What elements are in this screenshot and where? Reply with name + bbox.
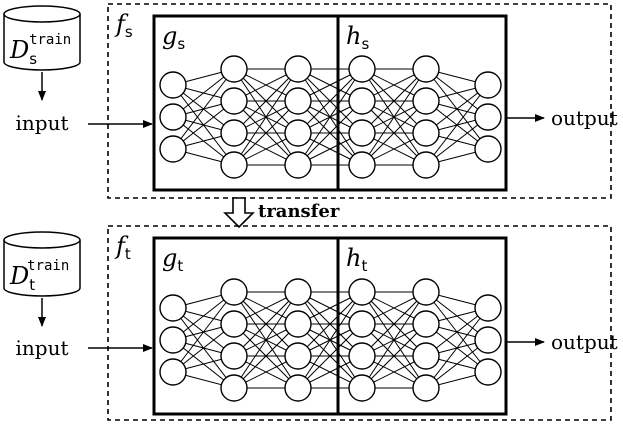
source-neuron-layer-6	[474, 135, 502, 163]
source-extractor-label: gs	[162, 22, 185, 53]
target-connection	[233, 323, 299, 389]
target-neuron-layer-4	[348, 310, 376, 338]
target-output-label: output	[551, 330, 618, 354]
source-connection	[361, 68, 427, 134]
target-panel: Dt train input ft gt ht output	[3, 225, 618, 421]
target-dataset-label: Dt train	[9, 258, 69, 294]
target-connection	[361, 291, 427, 357]
source-dataset-letter: D	[9, 36, 29, 64]
target-connection	[233, 291, 299, 357]
source-head-box	[336, 14, 508, 192]
target-neuron-layer-4	[348, 374, 376, 402]
target-connection	[233, 291, 299, 389]
source-dataset-label: Ds train	[9, 32, 71, 68]
target-dataset-superscript: train	[27, 258, 69, 274]
source-input-label: input	[16, 111, 69, 135]
target-connection	[297, 291, 363, 389]
source-neuron-layer-3	[284, 119, 312, 147]
source-connection	[297, 100, 363, 166]
source-dataset-cylinder	[3, 5, 81, 71]
source-panel: Ds train input fs gs hs output	[3, 3, 618, 199]
source-neuron-layer-4	[348, 151, 376, 179]
source-neuron-layer-4	[348, 119, 376, 147]
target-dataset-cylinder	[3, 231, 81, 297]
target-connection	[361, 323, 427, 389]
source-model-label: fs	[114, 10, 133, 41]
target-connection	[172, 291, 235, 373]
source-network	[159, 55, 502, 179]
source-output-label: output	[551, 106, 618, 130]
target-neuron-layer-1	[159, 326, 187, 354]
target-neuron-layer-2	[220, 374, 248, 402]
target-extractor-label: gt	[162, 244, 183, 275]
target-neuron-layer-6	[474, 358, 502, 386]
source-neuron-layer-3	[284, 87, 312, 115]
target-neuron-layer-4	[348, 342, 376, 370]
source-neuron-layer-2	[220, 87, 248, 115]
source-neuron-layer-1	[159, 71, 187, 99]
target-head-label: ht	[346, 244, 367, 275]
target-dataset-subscript: t	[29, 276, 35, 294]
target-dataset-letter: D	[9, 262, 29, 290]
target-input-label: input	[16, 336, 69, 360]
source-connection	[361, 100, 427, 166]
source-connection	[361, 68, 427, 166]
source-neuron-layer-2	[220, 151, 248, 179]
source-connection	[297, 68, 363, 134]
source-neuron-layer-2	[220, 55, 248, 83]
target-neuron-layer-3	[284, 342, 312, 370]
source-neuron-layer-4	[348, 87, 376, 115]
target-connection	[425, 307, 489, 389]
target-model-label: ft	[114, 232, 131, 263]
source-dataset-subscript: s	[29, 50, 37, 68]
source-connection	[233, 100, 299, 166]
source-neuron-layer-2	[220, 119, 248, 147]
source-neuron-layer-6	[474, 71, 502, 99]
source-neuron-layer-1	[159, 103, 187, 131]
source-model-dashed-box	[107, 3, 612, 199]
source-neuron-layer-1	[159, 135, 187, 163]
source-neuron-layer-5	[412, 55, 440, 83]
target-network	[159, 278, 502, 402]
target-connection	[297, 291, 363, 357]
target-neuron-layer-2	[220, 310, 248, 338]
target-neuron-layer-1	[159, 294, 187, 322]
target-neuron-layer-3	[284, 374, 312, 402]
source-connection	[425, 84, 489, 166]
source-neuron-layer-3	[284, 151, 312, 179]
target-neuron-layer-4	[348, 278, 376, 306]
source-neuron-layer-6	[474, 103, 502, 131]
transfer-arrow	[223, 197, 255, 229]
transfer-label: transfer	[258, 201, 340, 222]
target-neuron-layer-5	[412, 278, 440, 306]
target-neuron-layer-5	[412, 310, 440, 338]
source-dataset-superscript: train	[29, 32, 71, 48]
source-connection	[297, 68, 363, 166]
source-neuron-layer-4	[348, 55, 376, 83]
target-head-box	[336, 236, 508, 416]
source-neuron-layer-5	[412, 87, 440, 115]
source-neuron-layer-5	[412, 119, 440, 147]
source-head-label: hs	[346, 22, 369, 53]
target-neuron-layer-3	[284, 310, 312, 338]
source-connection	[233, 68, 299, 134]
target-model-dashed-box	[107, 225, 612, 421]
target-neuron-layer-2	[220, 342, 248, 370]
target-neuron-layer-5	[412, 342, 440, 370]
target-neuron-layer-5	[412, 374, 440, 402]
target-neuron-layer-6	[474, 294, 502, 322]
source-neuron-layer-3	[284, 55, 312, 83]
target-connection	[297, 323, 363, 389]
target-neuron-layer-1	[159, 358, 187, 386]
target-neuron-layer-6	[474, 326, 502, 354]
source-neuron-layer-5	[412, 151, 440, 179]
target-neuron-layer-2	[220, 278, 248, 306]
target-neuron-layer-3	[284, 278, 312, 306]
source-connection	[172, 68, 235, 150]
target-connection	[361, 291, 427, 389]
source-connection	[233, 68, 299, 166]
